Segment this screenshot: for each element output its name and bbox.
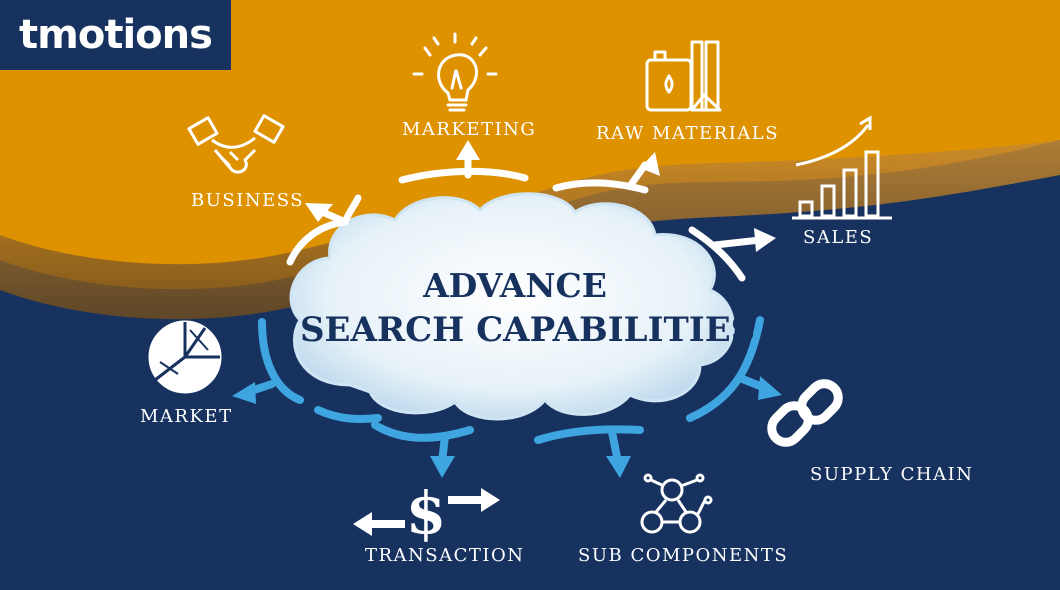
label-transaction: TRANSACTION [365, 545, 525, 566]
handshake-icon [187, 114, 285, 174]
title-line-2: SEARCH CAPABILITIES [300, 310, 756, 350]
label-marketing: MARKETING [402, 119, 537, 140]
label-market: MARKET [140, 406, 233, 427]
label-raw-materials: RAW MATERIALS [596, 123, 780, 144]
lightbulb-icon [412, 32, 498, 112]
label-sub-components: SUB COMPONENTS [578, 545, 789, 566]
dollar-exchange-icon: $ [353, 479, 500, 547]
label-business: BUSINESS [191, 190, 305, 211]
label-sales: SALES [803, 227, 874, 248]
label-supply-chain: SUPPLY CHAIN [810, 464, 974, 485]
growth-chart-icon [792, 115, 892, 220]
title-line-1: ADVANCE [423, 266, 607, 305]
pie-chart-icon [148, 320, 222, 394]
logo-text: tmotions [19, 12, 213, 58]
cloud [289, 192, 735, 421]
orange-background [0, 0, 1060, 290]
oil-barrel-icon [645, 40, 722, 112]
network-people-icon [640, 473, 713, 534]
brand-logo: tmotions [0, 0, 231, 70]
svg-text:$: $ [406, 479, 446, 547]
bottom-arrowheads [232, 376, 782, 478]
top-arrowheads [305, 140, 776, 252]
chain-link-icon [767, 379, 843, 447]
